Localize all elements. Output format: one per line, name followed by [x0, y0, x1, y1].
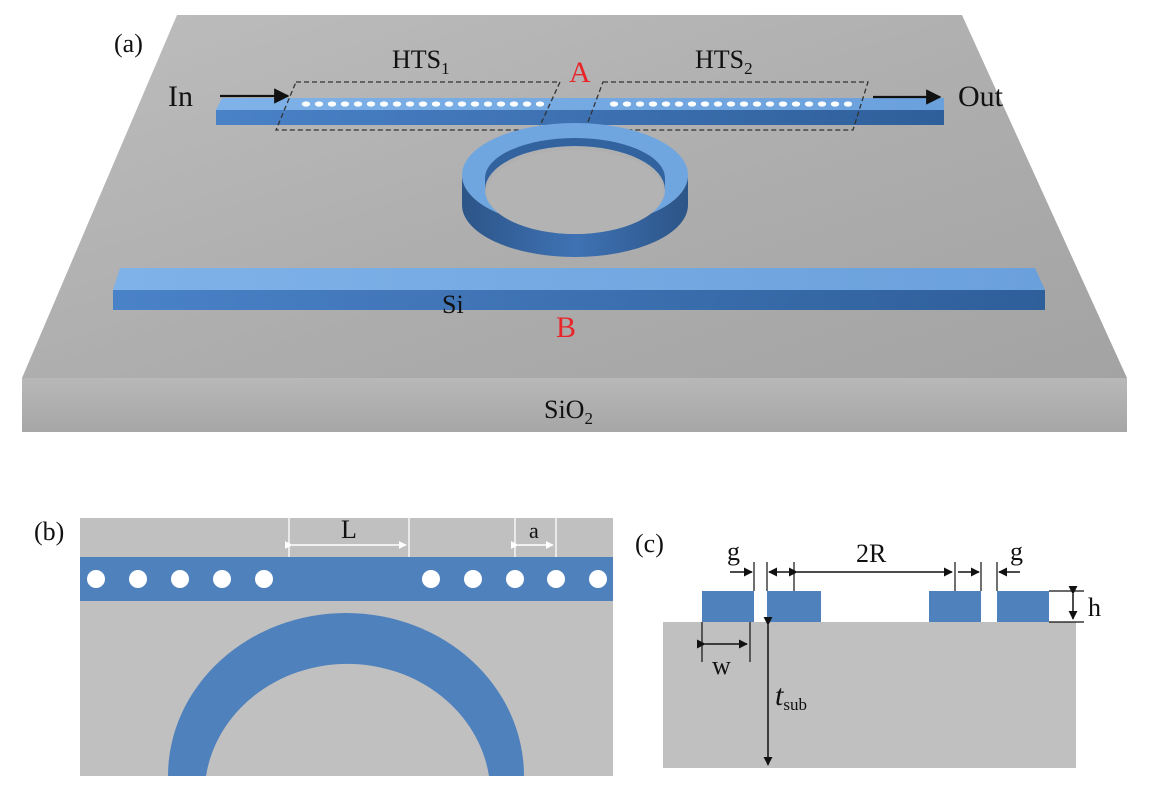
hts1-hole: [535, 101, 545, 107]
hts2-hole: [817, 101, 827, 107]
hts2-hole: [778, 101, 788, 107]
panel-c-label: (c): [635, 529, 664, 558]
hts1-hole: [444, 101, 454, 107]
hts1-hole: [522, 101, 532, 107]
hts1-hole: [431, 101, 441, 107]
hts2-hole: [648, 101, 658, 107]
panel-a-label: (a): [114, 29, 143, 58]
bottom-waveguide-top-face: [113, 268, 1045, 290]
hts2-region-box: [584, 81, 869, 131]
hts1-hole: [392, 101, 402, 107]
panel-a: (a) In Out HTS1 HTS2 A Si B SiO2: [22, 15, 1127, 432]
panel-b-hole: [422, 570, 440, 588]
hts2-hole: [843, 101, 853, 107]
hts2-hole: [687, 101, 697, 107]
hts1-hole: [366, 101, 376, 107]
hts2-hole: [765, 101, 775, 107]
ring-inner-wall: [485, 138, 665, 190]
hts1-hole: [496, 101, 506, 107]
hts2-hole: [830, 101, 840, 107]
point-a-label: A: [569, 56, 591, 89]
top-waveguide-top-face: [216, 98, 944, 110]
gap-g-right-label: g: [1010, 537, 1023, 566]
panel-b-hole: [506, 570, 524, 588]
hts1-hole: [301, 101, 311, 107]
width-w-label: w: [712, 651, 731, 680]
hts1-hole: [314, 101, 324, 107]
hts2-hole: [713, 101, 723, 107]
hts2-label: HTS2: [695, 45, 753, 78]
panel-b-hole: [255, 570, 273, 588]
lattice-a-label: a: [529, 518, 539, 543]
bottom-waveguide-front-face: [113, 290, 1045, 310]
hts1-hole: [418, 101, 428, 107]
hts2-hole: [752, 101, 762, 107]
panel-b: (b) L a: [34, 515, 613, 776]
height-h-label: h: [1088, 593, 1101, 622]
panel-b-hole: [171, 570, 189, 588]
output-label: Out: [958, 80, 1004, 113]
panel-b-hole: [87, 570, 105, 588]
gap-g-left-label: g: [727, 537, 740, 566]
hts1-hole: [405, 101, 415, 107]
panel-c-ring-right: [929, 591, 981, 622]
hts1-label: HTS1: [392, 45, 450, 78]
period-l-label: L: [341, 515, 357, 544]
hts1-hole: [379, 101, 389, 107]
ring-outer-side: [462, 175, 688, 257]
panel-c-bus-right: [997, 591, 1049, 622]
panel-c-ring-left: [767, 591, 821, 622]
hts1-hole: [340, 101, 350, 107]
hts2-hole: [609, 101, 619, 107]
substrate-front-face: [22, 378, 1127, 432]
panel-b-hole: [589, 570, 607, 588]
panel-b-holes: [87, 570, 607, 588]
diameter-2r-label: 2R: [856, 539, 887, 568]
hts1-hole: [509, 101, 519, 107]
hts2-hole: [726, 101, 736, 107]
hts2-holes: [609, 101, 853, 107]
hts2-hole: [674, 101, 684, 107]
ring-resonator: [462, 123, 688, 257]
point-b-label: B: [556, 311, 576, 344]
panel-b-hole: [213, 570, 231, 588]
hts1-hole: [327, 101, 337, 107]
hts2-hole: [635, 101, 645, 107]
panel-b-label: (b): [34, 517, 64, 546]
hts2-hole: [804, 101, 814, 107]
panel-b-ring-section: [168, 613, 524, 776]
panel-b-hole: [129, 570, 147, 588]
hts1-hole: [483, 101, 493, 107]
silicon-label: Si: [442, 290, 464, 319]
panel-c-bus-left: [702, 591, 754, 622]
panel-b-bus-waveguide: [80, 557, 613, 601]
top-waveguide-front-face: [216, 110, 944, 125]
hts1-hole: [470, 101, 480, 107]
hts2-hole: [739, 101, 749, 107]
input-label: In: [168, 80, 193, 113]
thickness-tsub-label: tsub: [775, 679, 807, 714]
hts2-hole: [661, 101, 671, 107]
hts2-hole: [622, 101, 632, 107]
panel-b-hole: [547, 570, 565, 588]
hts1-holes: [301, 101, 545, 107]
panel-b-hole: [464, 570, 482, 588]
panel-c: (c) g 2R g h w tsub: [635, 529, 1101, 768]
hts1-hole: [353, 101, 363, 107]
substrate-label: SiO2: [544, 395, 593, 428]
ring-inner-floor: [487, 150, 663, 234]
hts1-hole: [457, 101, 467, 107]
hts2-hole: [700, 101, 710, 107]
hts2-hole: [791, 101, 801, 107]
